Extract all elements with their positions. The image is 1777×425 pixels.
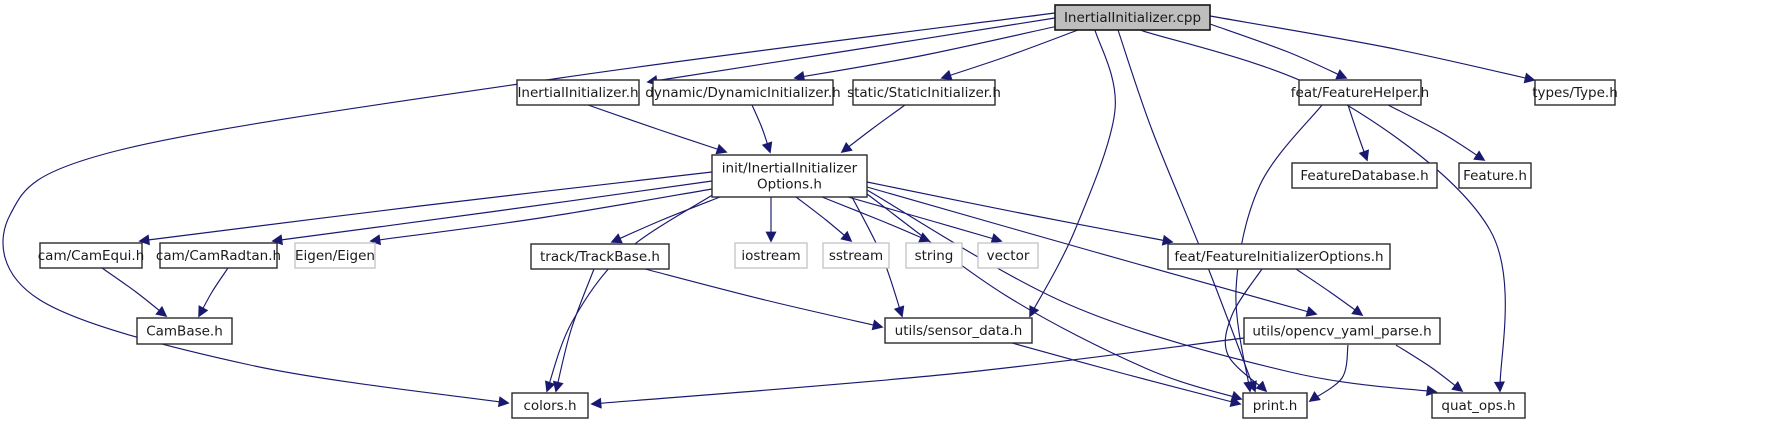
node-ii_h[interactable]: InertialInitializer.h	[516, 79, 640, 106]
edge-io-to-sstream	[795, 196, 853, 243]
edge-fh-to-fdb	[1347, 104, 1370, 162]
edge-camradtan-to-cambase	[198, 267, 229, 318]
node-label: Eigen/Eigen	[295, 248, 375, 264]
node-label: colors.h	[523, 398, 576, 414]
node-sensor[interactable]: utils/sensor_data.h	[884, 317, 1033, 344]
edge-cpp-to-fh	[1209, 23, 1348, 80]
edge-camequi-to-cambase	[101, 267, 168, 318]
node-feat[interactable]: Feature.h	[1458, 162, 1532, 189]
edge-opencv-to-colors	[590, 337, 1245, 409]
edge-io-to-opencv	[866, 186, 1318, 317]
edge-opencv-to-quat	[1395, 344, 1464, 393]
node-colors[interactable]: colors.h	[511, 392, 589, 419]
node-vector[interactable]: vector	[977, 242, 1039, 269]
node-layer: InertialInitializer.cppInertialInitializ…	[38, 4, 1618, 419]
node-label: cam/CamEqui.h	[38, 248, 145, 264]
node-label: iostream	[741, 248, 800, 264]
node-camequi[interactable]: cam/CamEqui.h	[38, 242, 145, 269]
node-label: dynamic/DynamicInitializer.h	[645, 85, 840, 101]
node-label: static/StaticInitializer.h	[847, 85, 1001, 101]
node-label: types/Type.h	[1532, 85, 1618, 101]
edge-ii_h-to-io	[587, 104, 728, 155]
node-label: InertialInitializer.h	[517, 85, 638, 101]
edge-cpp-to-stat	[940, 29, 1079, 81]
node-label: InertialInitializer.cpp	[1064, 10, 1201, 26]
edge-track-to-colors	[552, 268, 595, 393]
edge-fh-to-print	[1235, 104, 1323, 393]
node-label: print.h	[1253, 398, 1298, 414]
edge-cpp-to-ii_h	[646, 17, 1056, 86]
node-types[interactable]: types/Type.h	[1532, 79, 1618, 106]
node-quat[interactable]: quat_ops.h	[1431, 392, 1526, 419]
node-label: FeatureDatabase.h	[1300, 168, 1428, 184]
edge-sensor-to-print	[1011, 342, 1242, 407]
edge-cpp-to-types	[1209, 15, 1536, 84]
node-print[interactable]: print.h	[1242, 392, 1308, 419]
node-stat[interactable]: static/StaticInitializer.h	[847, 79, 1001, 106]
node-label: cam/CamRadtan.h	[156, 248, 281, 264]
node-cpp[interactable]: InertialInitializer.cpp	[1054, 4, 1211, 31]
node-label: feat/FeatureInitializerOptions.h	[1174, 249, 1383, 265]
node-label: track/TrackBase.h	[540, 249, 660, 265]
node-label: utils/opencv_yaml_parse.h	[1252, 324, 1431, 340]
edge-io-to-colors	[545, 193, 715, 393]
edge-io-to-vector	[847, 196, 1003, 244]
node-fio[interactable]: feat/FeatureInitializerOptions.h	[1167, 243, 1391, 270]
node-label: init/InertialInitializer	[722, 161, 858, 177]
node-iostream[interactable]: iostream	[734, 242, 808, 269]
node-label: utils/sensor_data.h	[895, 323, 1023, 339]
edge-opencv-to-print	[1308, 344, 1349, 402]
node-opencv[interactable]: utils/opencv_yaml_parse.h	[1243, 317, 1441, 345]
edge-layer	[2, 12, 1536, 409]
edge-fh-to-feat	[1387, 104, 1486, 161]
edge-cpp-to-colors	[2, 12, 1056, 408]
node-label: quat_ops.h	[1441, 398, 1515, 414]
edge-track-to-sensor	[644, 268, 884, 331]
edge-io-to-track	[610, 196, 721, 244]
node-label: string	[915, 248, 954, 264]
node-label: feat/FeatureHelper.h	[1291, 85, 1429, 101]
node-label: vector	[987, 248, 1030, 264]
node-label: Feature.h	[1463, 168, 1527, 184]
node-fh[interactable]: feat/FeatureHelper.h	[1291, 79, 1429, 106]
edge-fio-to-print	[1224, 268, 1268, 393]
edge-io-to-string	[821, 196, 931, 243]
node-dyn[interactable]: dynamic/DynamicInitializer.h	[645, 79, 841, 106]
edge-cpp-to-quat	[1139, 29, 1506, 393]
node-label: sstream	[829, 248, 883, 264]
edge-io-to-print	[866, 193, 1243, 402]
edge-io-to-quat	[866, 189, 1438, 397]
edge-io-to-eigen	[369, 188, 713, 246]
edge-cpp-to-print	[1117, 29, 1257, 393]
edge-cpp-to-sensor	[1029, 29, 1116, 318]
node-string[interactable]: string	[905, 242, 963, 269]
node-eigen[interactable]: Eigen/Eigen	[294, 242, 376, 269]
edge-io-to-camequi	[138, 171, 713, 246]
edge-cpp-to-dyn	[793, 25, 1059, 82]
edge-stat-to-io	[840, 104, 906, 154]
node-track[interactable]: track/TrackBase.h	[530, 243, 670, 270]
edge-io-to-camradtan	[271, 180, 713, 246]
edge-io-to-fio	[866, 181, 1174, 246]
node-camradtan[interactable]: cam/CamRadtan.h	[156, 242, 281, 269]
edge-dyn-to-io	[751, 104, 773, 154]
node-label: Options.h	[757, 177, 822, 193]
edge-fio-to-opencv	[1295, 268, 1364, 316]
node-label: CamBase.h	[146, 324, 223, 340]
node-fdb[interactable]: FeatureDatabase.h	[1291, 162, 1438, 189]
node-cambase[interactable]: CamBase.h	[136, 317, 233, 345]
node-sstream[interactable]: sstream	[822, 242, 890, 269]
